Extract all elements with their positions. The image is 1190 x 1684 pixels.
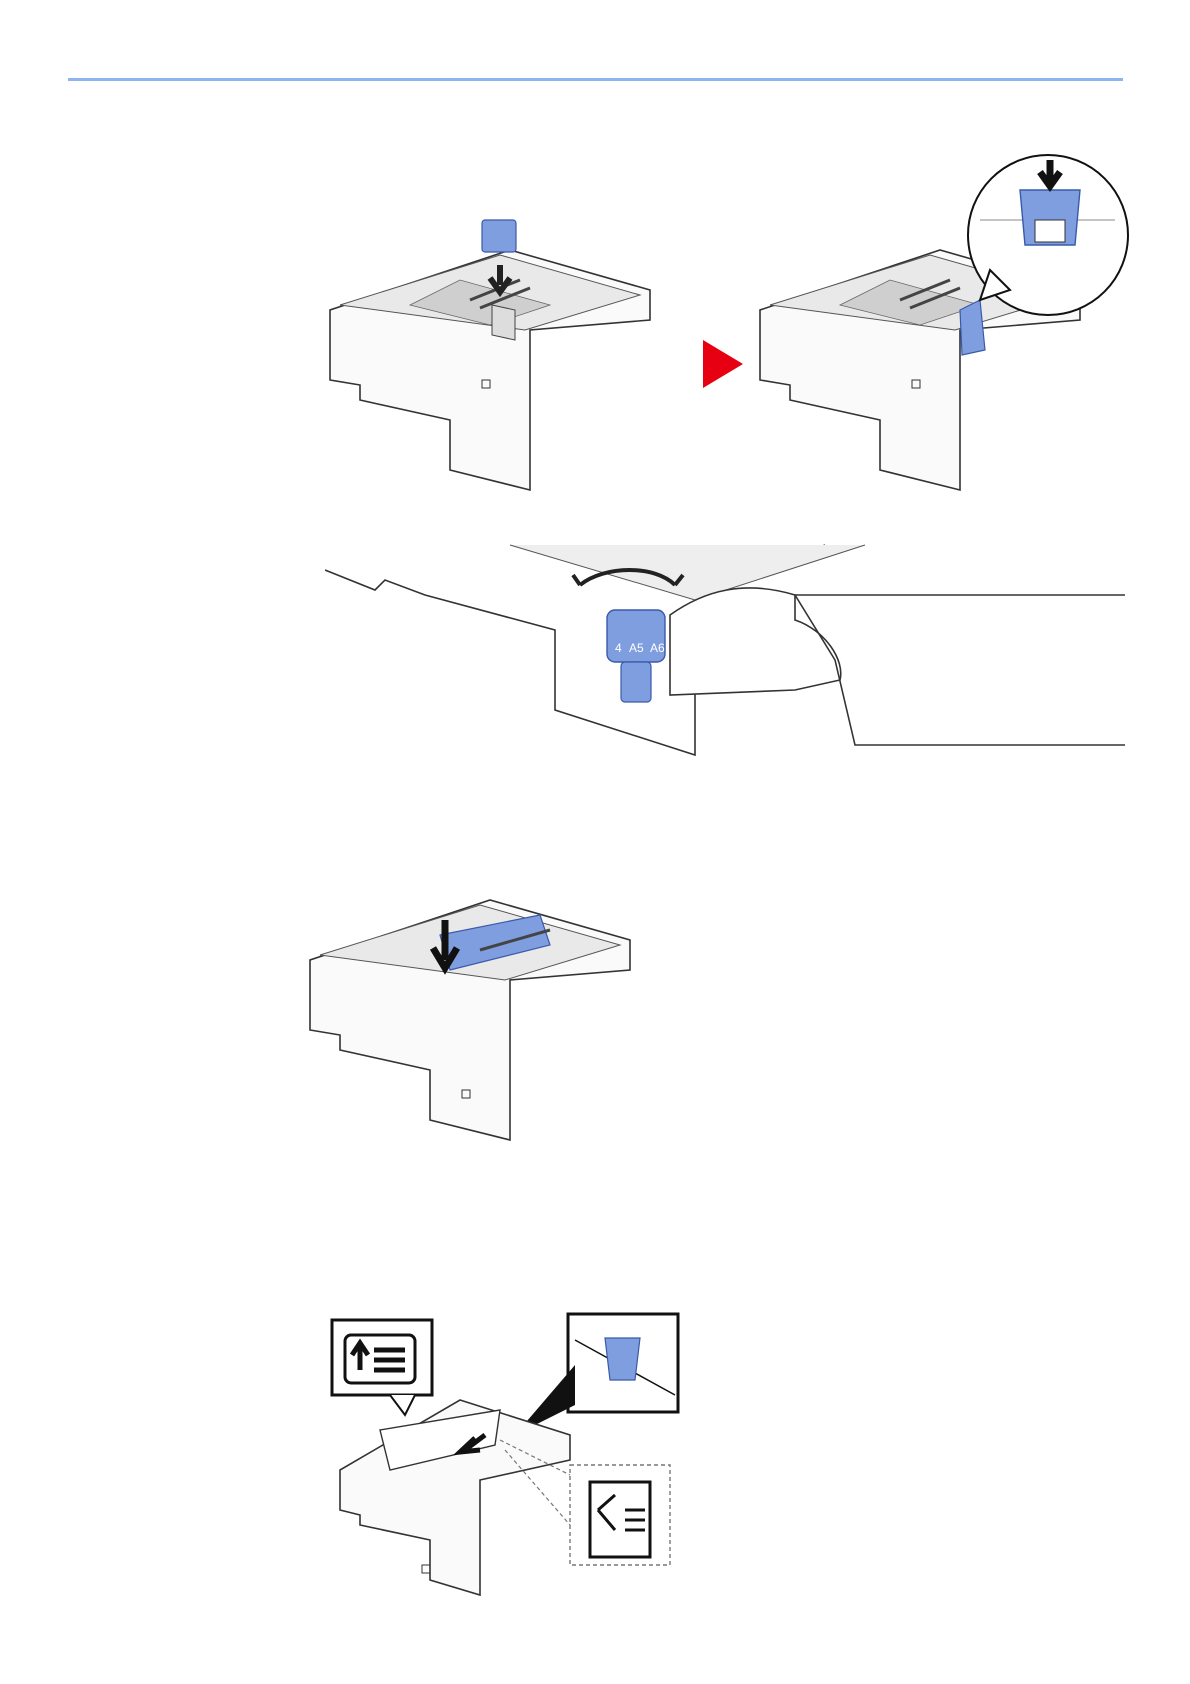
dial-label-a6: A6: [650, 641, 665, 655]
load-paper-illustration: [330, 1310, 700, 1610]
dial-label-a4: 4: [615, 641, 622, 655]
header-rule: [68, 78, 1123, 81]
dial-label-a5: A5: [629, 641, 644, 655]
tray-stopper-after-illustration: [750, 150, 1130, 500]
next-step-arrow: [703, 340, 743, 388]
paper-size-dial-illustration: 4 A5 A6: [325, 540, 1125, 760]
tray-stopper-before-illustration: [320, 210, 680, 500]
tray-length-guide-illustration: [300, 890, 660, 1150]
